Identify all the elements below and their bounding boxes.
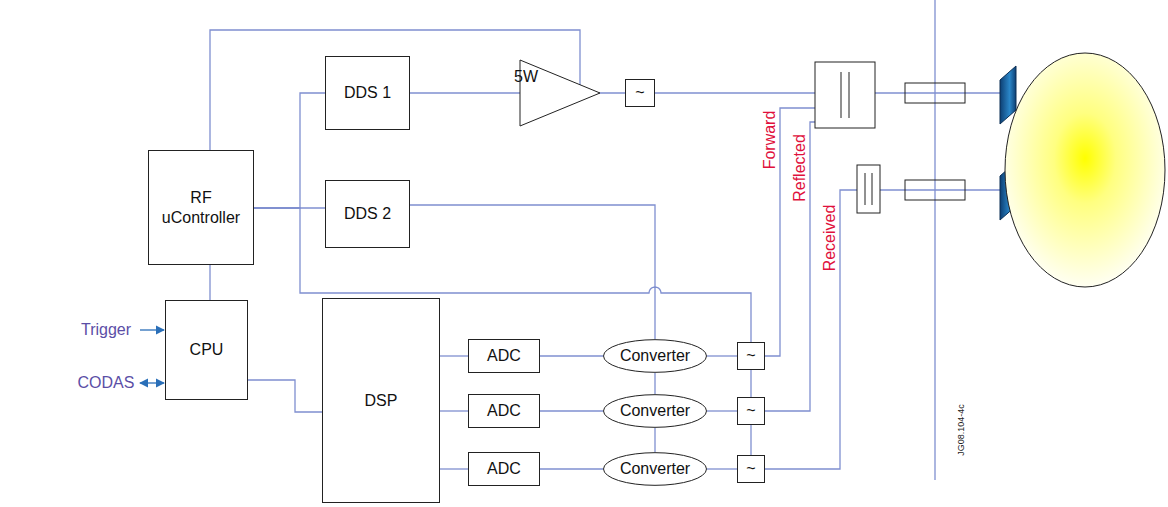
signal-wire — [440, 468, 468, 469]
signal-wire — [410, 205, 655, 339]
signal-wire — [750, 370, 751, 397]
coupler-line — [872, 173, 873, 205]
signal-name: Trigger — [81, 321, 131, 339]
signal-name: Reflected — [791, 134, 809, 202]
dds-box: DDS 1 — [325, 56, 410, 130]
node-text: DSP — [362, 391, 401, 410]
converter-ellipse: Converter — [603, 452, 707, 486]
adc-box: ADC — [468, 339, 540, 373]
rf-out-wire — [655, 92, 815, 93]
node-text: Converter — [617, 401, 693, 420]
port-tube — [905, 83, 965, 103]
converter-ellipse: Converter — [603, 339, 707, 373]
directional-coupler — [857, 165, 880, 213]
node-text: Converter — [617, 459, 693, 478]
cpu-box: CPU — [165, 300, 248, 400]
node-text: CPU — [187, 340, 227, 359]
signal-wire — [540, 410, 603, 411]
signal-wire — [254, 93, 325, 208]
signal-name: Received — [821, 205, 839, 272]
node-text: ADC — [484, 401, 524, 420]
node-text: ~ — [743, 346, 758, 365]
ellipse-outline — [604, 340, 707, 373]
ellipse-outline — [604, 395, 707, 428]
ellipse-outline — [604, 453, 707, 486]
filter-box: ~ — [625, 79, 655, 107]
signal-wire — [707, 355, 737, 356]
signal-wire — [540, 468, 603, 469]
signal-wire — [440, 410, 468, 411]
node-text: ~ — [743, 401, 758, 420]
figure-id: JG08.104-4c — [957, 404, 967, 456]
dsp-box: DSP — [322, 298, 440, 503]
port-tube — [905, 180, 965, 200]
node-text: RF uController — [149, 188, 253, 226]
signal-wire — [654, 373, 655, 394]
received-wire — [765, 190, 857, 469]
adc-box: ADC — [468, 394, 540, 428]
node-text: Converter — [617, 346, 693, 365]
node-text: ~ — [743, 459, 758, 478]
antenna-feed-wire — [880, 189, 1000, 190]
node-text: ADC — [484, 459, 524, 478]
power-label: 5W — [514, 68, 538, 86]
node-text: DDS 2 — [341, 204, 394, 223]
directional-coupler — [815, 62, 875, 128]
signal-wire — [209, 265, 210, 300]
adc-box: ADC — [468, 452, 540, 486]
signal-wire — [540, 355, 603, 356]
dds-box: DDS 2 — [325, 180, 410, 248]
signal-wire — [707, 468, 737, 469]
signal-wire — [750, 425, 751, 455]
signal-name: Forward — [761, 111, 779, 170]
vessel-wall — [934, 0, 935, 480]
signal-wire — [440, 355, 468, 356]
coupler-line — [841, 72, 842, 118]
plasma — [1005, 53, 1165, 287]
controller-box: RF uController — [148, 150, 254, 265]
codas-arrow — [140, 382, 164, 383]
node-text: ADC — [484, 346, 524, 365]
coupler-line — [849, 72, 850, 118]
trigger-arrow — [140, 329, 164, 330]
signal-wire — [654, 428, 655, 452]
antenna-feed-wire — [875, 92, 1000, 93]
filter-box: ~ — [737, 455, 765, 483]
node-text: ~ — [632, 83, 647, 102]
signal-wire — [707, 410, 737, 411]
node-text: DDS 1 — [341, 83, 394, 102]
signal-name: CODAS — [78, 374, 135, 392]
filter-box: ~ — [737, 342, 765, 370]
antenna — [1000, 66, 1016, 124]
converter-ellipse: Converter — [603, 394, 707, 428]
filter-box: ~ — [737, 397, 765, 425]
signal-wire — [248, 380, 322, 412]
coupler-line — [865, 173, 866, 205]
